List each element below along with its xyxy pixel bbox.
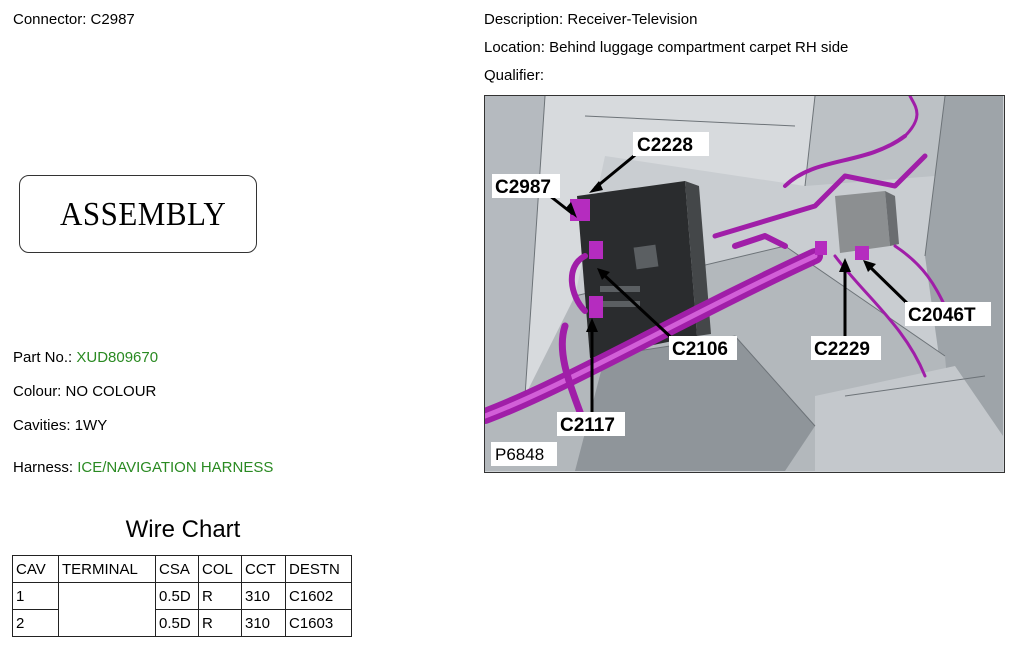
location-line: Location: Behind luggage compartment car… [484, 39, 848, 56]
callout-c2046t: C2046T [908, 305, 976, 326]
leader-c2106 [601, 272, 677, 343]
description-line: Description: Receiver-Television [484, 11, 697, 28]
cell-cav: 2 [12, 609, 59, 637]
table-row: 1 0.5D R 310 C1602 [12, 582, 352, 637]
harness-link[interactable]: ICE/NAVIGATION HARNESS [77, 459, 274, 476]
callout-c2106: C2106 [672, 339, 728, 360]
callout-leaders [549, 149, 912, 416]
location-label: Location: [484, 39, 545, 56]
connector-label: Connector: [13, 11, 87, 28]
callout-c2228: C2228 [637, 135, 693, 156]
leader-c2228 [594, 149, 641, 190]
connector-value: C2987 [90, 11, 135, 28]
wire-chart-table: CAV TERMINAL CSA COL CCT DESTN 1 0.5D R … [12, 555, 352, 637]
cell-col: R [198, 609, 242, 637]
cavities-value: 1WY [74, 417, 108, 434]
description-value: Receiver-Television [567, 11, 698, 28]
cell-terminal [58, 582, 156, 637]
assembly-label: ASSEMBLY [60, 194, 227, 233]
location-illustration: C2228 C2987 C2106 C2117 C2229 C2046T P68… [484, 95, 1005, 473]
description-label: Description: [484, 11, 564, 28]
header-col: COL [198, 555, 242, 583]
cell-csa: 0.5D [155, 582, 199, 610]
cell-cav: 1 [12, 582, 59, 610]
header-csa: CSA [155, 555, 199, 583]
colour-line: Colour: NO COLOUR [13, 383, 156, 400]
callout-c2987: C2987 [495, 177, 551, 198]
wire-chart-header-row: CAV TERMINAL CSA COL CCT DESTN [12, 555, 352, 583]
callout-c2229: C2229 [814, 339, 870, 360]
vehicle-illustration-svg: C2228 C2987 C2106 C2117 C2229 C2046T P68… [485, 96, 1003, 471]
cavities-line: Cavities: 1WY [13, 417, 107, 434]
harness-line: Harness: ICE/NAVIGATION HARNESS [13, 459, 273, 476]
assembly-image-box: ASSEMBLY [19, 175, 257, 253]
cell-col: R [198, 582, 242, 610]
cell-cct: 310 [241, 609, 286, 637]
leader-c2046t [867, 264, 912, 308]
harness-label: Harness: [13, 459, 74, 476]
callout-c2117: C2117 [560, 415, 615, 436]
header-cav: CAV [12, 555, 59, 583]
header-destn: DESTN [285, 555, 352, 583]
location-value: Behind luggage compartment carpet RH sid… [549, 39, 849, 56]
header-cct: CCT [241, 555, 286, 583]
cavities-label: Cavities: [13, 417, 71, 434]
table-row: 2 0.5D R 310 C1603 [12, 609, 352, 637]
colour-label: Colour: [13, 383, 62, 400]
callout-labels: C2228 C2987 C2106 C2117 C2229 C2046T [492, 132, 991, 436]
cell-destn[interactable]: C1602 [285, 582, 352, 610]
part-no-link[interactable]: XUD809670 [76, 349, 159, 366]
colour-value: NO COLOUR [65, 383, 157, 400]
wire-chart-title: Wire Chart [125, 516, 241, 543]
part-no-label: Part No.: [13, 349, 73, 366]
figure-id: P6848 [495, 445, 544, 464]
connector-line: Connector: C2987 [13, 11, 135, 28]
cell-cct: 310 [241, 582, 286, 610]
part-no-line: Part No.: XUD809670 [13, 349, 158, 366]
cell-csa: 0.5D [155, 609, 199, 637]
qualifier-label: Qualifier: [484, 67, 545, 84]
header-terminal: TERMINAL [58, 555, 156, 583]
cell-destn[interactable]: C1603 [285, 609, 352, 637]
qualifier-line: Qualifier: [484, 67, 544, 84]
